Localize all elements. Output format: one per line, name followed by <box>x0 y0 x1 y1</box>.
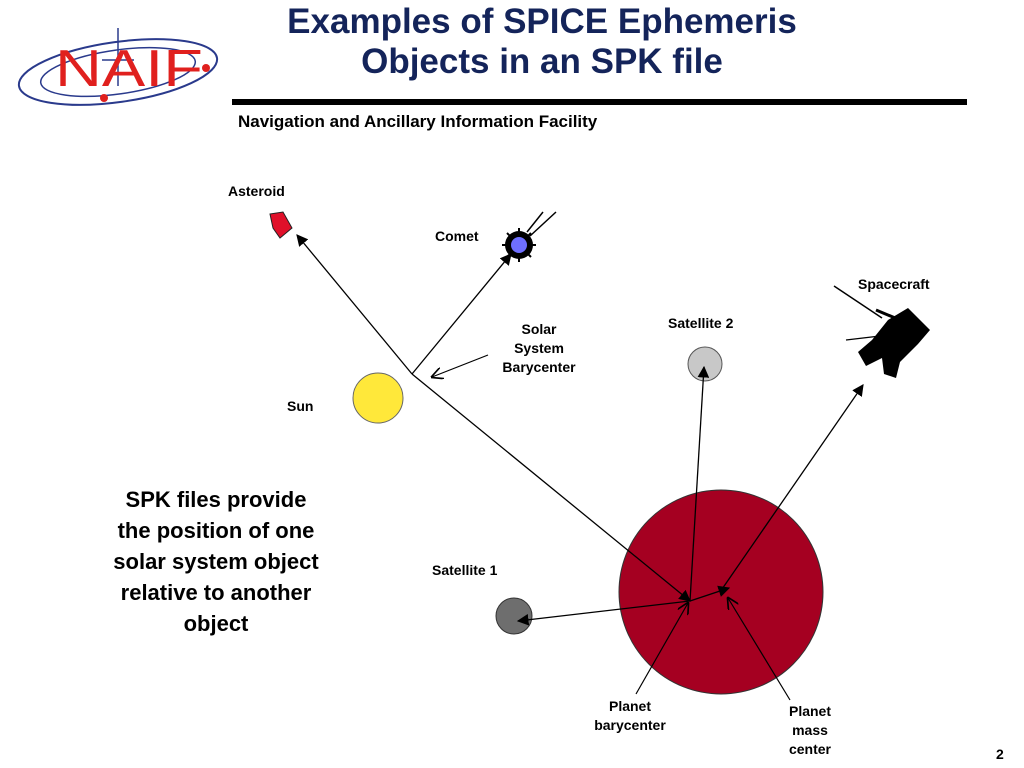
comet <box>502 211 557 262</box>
sun <box>352 372 404 424</box>
planet-mass-center-line-2: mass <box>792 722 828 738</box>
label-solar-system-barycenter: Solar System Barycenter <box>494 320 584 377</box>
page-number: 2 <box>996 746 1004 762</box>
pointer-planet-mass-center <box>728 598 791 701</box>
pointer-solar-system-barycenter <box>432 354 489 377</box>
vector-ssb-to-comet <box>411 253 512 375</box>
ssb-line-2: System <box>514 340 564 356</box>
planet <box>618 489 824 695</box>
label-satellite-2: Satellite 2 <box>668 315 734 331</box>
title-line-1: Examples of SPICE Ephemeris <box>287 2 797 41</box>
vector-ssb-to-asteroid <box>296 234 413 375</box>
note-line-3: solar system object <box>113 549 319 574</box>
subtitle: Navigation and Ancillary Information Fac… <box>238 112 598 131</box>
note-line-5: object <box>183 611 249 636</box>
spk-description: SPK files provide the position of one so… <box>82 484 350 639</box>
asteroid <box>269 211 293 239</box>
note-line-4: relative to another <box>120 580 312 605</box>
pointer-planet-barycenter <box>635 603 688 695</box>
satellite-1 <box>495 597 533 635</box>
satellite-2 <box>687 346 723 382</box>
spacecraft <box>833 285 930 378</box>
note-line-1: SPK files provide <box>125 487 307 512</box>
ssb-line-3: Barycenter <box>502 359 576 375</box>
page-title: Examples of SPICE Ephemeris Objects in a… <box>232 2 852 82</box>
planet-mass-center-line-1: Planet <box>788 703 831 719</box>
naif-logo: NAIF <box>17 28 219 106</box>
label-asteroid: Asteroid <box>228 183 285 199</box>
vector-ssb-to-planet-barycenter <box>411 373 691 602</box>
vector-barycenter-to-mass-center <box>689 585 731 602</box>
planet-barycenter-line-1: Planet <box>608 698 651 714</box>
vector-barycenter-to-satellite-2 <box>689 365 710 602</box>
label-planet-barycenter: Planet barycenter <box>584 697 676 735</box>
planet-mass-center-line-3: center <box>788 741 832 757</box>
logo-text: NAIF <box>55 40 203 98</box>
label-sun: Sun <box>287 398 314 414</box>
planet-barycenter-line-2: barycenter <box>594 717 666 733</box>
label-comet: Comet <box>435 228 479 244</box>
vector-barycenter-to-satellite-1 <box>516 600 691 626</box>
ssb-line-1: Solar <box>521 321 557 337</box>
note-line-2: the position of one <box>117 518 315 543</box>
title-divider <box>232 99 967 105</box>
label-satellite-1: Satellite 1 <box>432 562 498 578</box>
vector-mass-center-to-spacecraft <box>719 384 864 593</box>
label-spacecraft: Spacecraft <box>858 276 930 292</box>
label-planet-mass-center: Planet mass center <box>780 702 840 759</box>
title-line-2: Objects in an SPK file <box>361 42 723 81</box>
